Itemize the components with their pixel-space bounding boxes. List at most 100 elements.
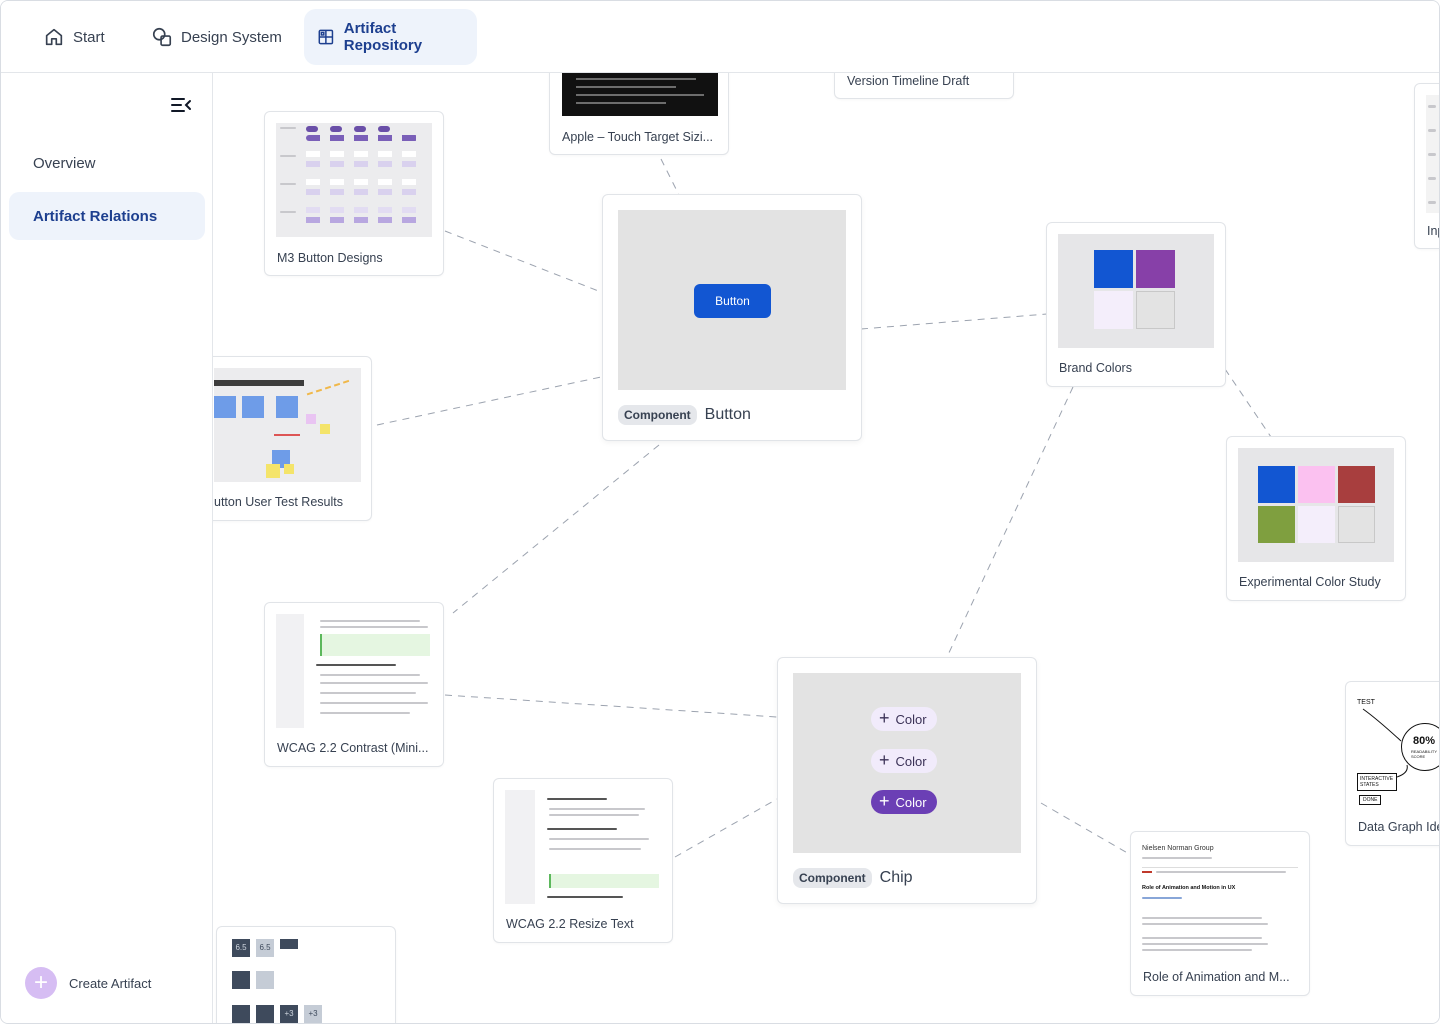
score-badge: 6.5 bbox=[232, 939, 250, 957]
artifact-thumbnail: Nielsen Norman Group Role of Animation a… bbox=[1142, 843, 1298, 957]
swatch-green bbox=[1258, 506, 1295, 543]
chip-label: Color bbox=[895, 794, 927, 810]
relation-links bbox=[376, 158, 1272, 858]
artifact-card-role-of-animation[interactable]: Nielsen Norman Group Role of Animation a… bbox=[1130, 831, 1310, 996]
link-apple-button bbox=[660, 158, 680, 196]
tab-artifact-repository[interactable]: Artifact Repository bbox=[304, 9, 477, 65]
tab-start[interactable]: Start bbox=[31, 9, 117, 65]
swatch-blue bbox=[1258, 466, 1295, 503]
shapes-icon bbox=[152, 27, 172, 47]
swatch-lavender bbox=[1298, 506, 1335, 543]
artifact-title: Brand Colors bbox=[1059, 361, 1132, 375]
sketch-text: READABILITY SCORE bbox=[1411, 749, 1437, 759]
artifact-card-version-timeline[interactable]: Version Timeline Draft bbox=[834, 73, 1014, 99]
artifact-card-wcag-resize[interactable]: WCAG 2.2 Resize Text bbox=[493, 778, 673, 943]
top-nav: Start Design System Artifact Repository bbox=[1, 1, 1439, 73]
link-resize-chip bbox=[674, 798, 778, 858]
component-preview: + Color + Color + Color bbox=[793, 673, 1021, 853]
tab-design-system-label: Design System bbox=[181, 28, 282, 46]
swatch-blue bbox=[1094, 250, 1133, 288]
nn-article-title: Role of Animation and Motion in UX bbox=[1142, 885, 1236, 891]
artifact-thumbnail bbox=[1426, 95, 1439, 213]
artifact-title: Inp bbox=[1427, 224, 1439, 238]
tab-start-label: Start bbox=[73, 28, 105, 46]
preview-button: Button bbox=[694, 284, 771, 318]
preview-chip: + Color bbox=[871, 707, 937, 731]
plus-icon: + bbox=[25, 967, 57, 999]
artifact-title: Experimental Color Study bbox=[1239, 575, 1381, 589]
artifact-thumbnail: 6.5 6.5 +3 +3 bbox=[228, 935, 328, 1023]
tab-artifact-repository-label: Artifact Repository bbox=[343, 20, 423, 54]
artifact-thumbnail bbox=[214, 368, 361, 482]
artifact-card-input[interactable]: Inp bbox=[1414, 83, 1439, 249]
component-card-chip[interactable]: + Color + Color + Color Component Chip bbox=[777, 657, 1037, 904]
artifact-thumbnail bbox=[276, 614, 432, 728]
sidebar-item-artifact-relations[interactable]: Artifact Relations bbox=[9, 192, 205, 240]
sketch-text: INTERACTIVE STATES bbox=[1357, 773, 1397, 791]
plus-icon: + bbox=[879, 750, 890, 770]
chip-label: Color bbox=[895, 711, 927, 727]
preview-chip: + Color bbox=[871, 749, 937, 773]
component-card-button[interactable]: Button Component Button bbox=[602, 194, 862, 441]
artifact-card-experimental-color-study[interactable]: Experimental Color Study bbox=[1226, 436, 1406, 601]
artifact-card-apple[interactable]: Apple – Touch Target Sizi... bbox=[549, 73, 729, 155]
artifact-card-user-test-results[interactable]: utton User Test Results bbox=[213, 356, 372, 521]
plus-icon: + bbox=[879, 708, 890, 728]
home-icon bbox=[45, 28, 63, 46]
score-badge: 6.5 bbox=[256, 939, 274, 957]
component-name: Chip bbox=[879, 869, 913, 886]
swatch-red bbox=[1338, 466, 1375, 503]
artifact-card-data-graph-idea[interactable]: TEST 80% READABILITY SCORE INTERACTIVE S… bbox=[1345, 681, 1439, 846]
artifact-title: M3 Button Designs bbox=[277, 251, 383, 265]
link-brand-experimental bbox=[1224, 368, 1272, 438]
artifact-title: Version Timeline Draft bbox=[847, 74, 970, 88]
artifact-card-brand-colors[interactable]: Brand Colors bbox=[1046, 222, 1226, 387]
swatch-grey bbox=[1136, 291, 1175, 329]
artifact-title: WCAG 2.2 Contrast (Mini... bbox=[277, 741, 429, 755]
tab-design-system[interactable]: Design System bbox=[139, 9, 294, 65]
artifact-title: Role of Animation and M... bbox=[1143, 970, 1290, 984]
component-badge: Component bbox=[793, 868, 872, 888]
score-badge: +3 bbox=[280, 1005, 298, 1023]
sidebar-item-overview[interactable]: Overview bbox=[9, 139, 205, 187]
link-button-wcag bbox=[452, 444, 660, 614]
sidebar: Overview Artifact Relations + Create Art… bbox=[1, 73, 213, 1023]
link-wcag-chip bbox=[444, 694, 778, 718]
artifact-thumbnail bbox=[562, 73, 718, 116]
swatch-lavender bbox=[1094, 291, 1133, 329]
artifact-card-score-badges[interactable]: 6.5 6.5 +3 +3 bbox=[216, 926, 396, 1023]
relations-canvas[interactable]: Apple – Touch Target Sizi... Version Tim… bbox=[213, 73, 1439, 1023]
create-artifact-button[interactable]: + Create Artifact bbox=[25, 967, 151, 999]
component-badge: Component bbox=[618, 405, 697, 425]
artifact-card-wcag-contrast[interactable]: WCAG 2.2 Contrast (Mini... bbox=[264, 602, 444, 767]
preview-chip-selected: + Color bbox=[871, 790, 937, 814]
swatch-purple bbox=[1136, 250, 1175, 288]
create-artifact-label: Create Artifact bbox=[69, 975, 152, 991]
artifact-thumbnail bbox=[1058, 234, 1214, 348]
sketch-text: TEST bbox=[1357, 699, 1375, 706]
sidebar-item-label: Artifact Relations bbox=[33, 207, 158, 225]
link-chip-animation bbox=[1040, 802, 1132, 856]
swatch-pink bbox=[1298, 466, 1335, 503]
artifact-title: WCAG 2.2 Resize Text bbox=[506, 917, 634, 931]
sketch-text: DONE bbox=[1359, 795, 1382, 805]
link-m3-button bbox=[444, 230, 602, 293]
link-brand-chip bbox=[946, 386, 1074, 658]
collapse-sidebar-icon[interactable] bbox=[169, 95, 193, 115]
artifact-thumbnail bbox=[505, 790, 661, 904]
swatch-grey bbox=[1338, 506, 1375, 543]
sidebar-item-label: Overview bbox=[33, 154, 96, 172]
artifact-thumbnail: TEST 80% READABILITY SCORE INTERACTIVE S… bbox=[1357, 693, 1439, 807]
link-button-brand bbox=[860, 313, 1048, 330]
artifact-thumbnail bbox=[276, 123, 432, 237]
chip-label: Color bbox=[895, 753, 927, 769]
nn-group-logo: Nielsen Norman Group bbox=[1142, 845, 1214, 852]
artifact-title: utton User Test Results bbox=[214, 495, 343, 509]
grid-icon bbox=[318, 29, 334, 45]
component-preview: Button bbox=[618, 210, 846, 390]
artifact-title: Apple – Touch Target Sizi... bbox=[562, 130, 714, 144]
artifact-card-m3-button-designs[interactable]: M3 Button Designs bbox=[264, 111, 444, 276]
component-name: Button bbox=[704, 406, 751, 423]
link-usertest-button bbox=[376, 376, 602, 426]
